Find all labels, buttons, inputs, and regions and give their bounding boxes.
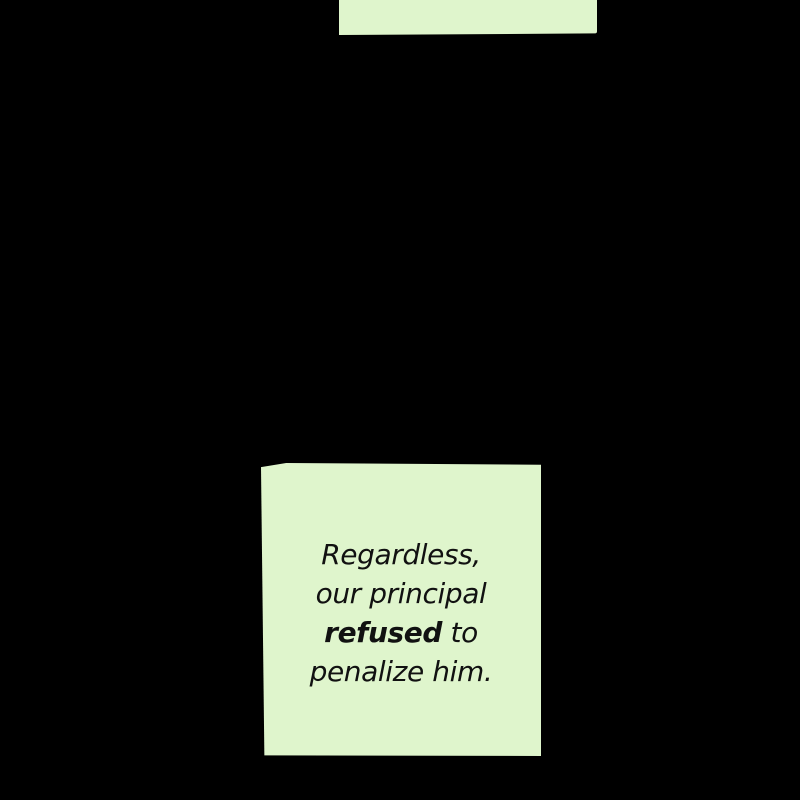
caption-line-2: our principal (315, 577, 487, 610)
caption-line-1: Regardless, (321, 538, 481, 571)
caption-line-4: penalize him. (309, 655, 493, 688)
caption-box-top (339, 0, 597, 36)
caption-line-3-rest: to (442, 616, 479, 649)
caption-emphasis: refused (324, 616, 442, 649)
caption-line-3: refused to (261, 613, 541, 652)
caption-text: Regardless, our principal refused to pen… (261, 535, 541, 691)
caption-box: Regardless, our principal refused to pen… (261, 463, 541, 756)
